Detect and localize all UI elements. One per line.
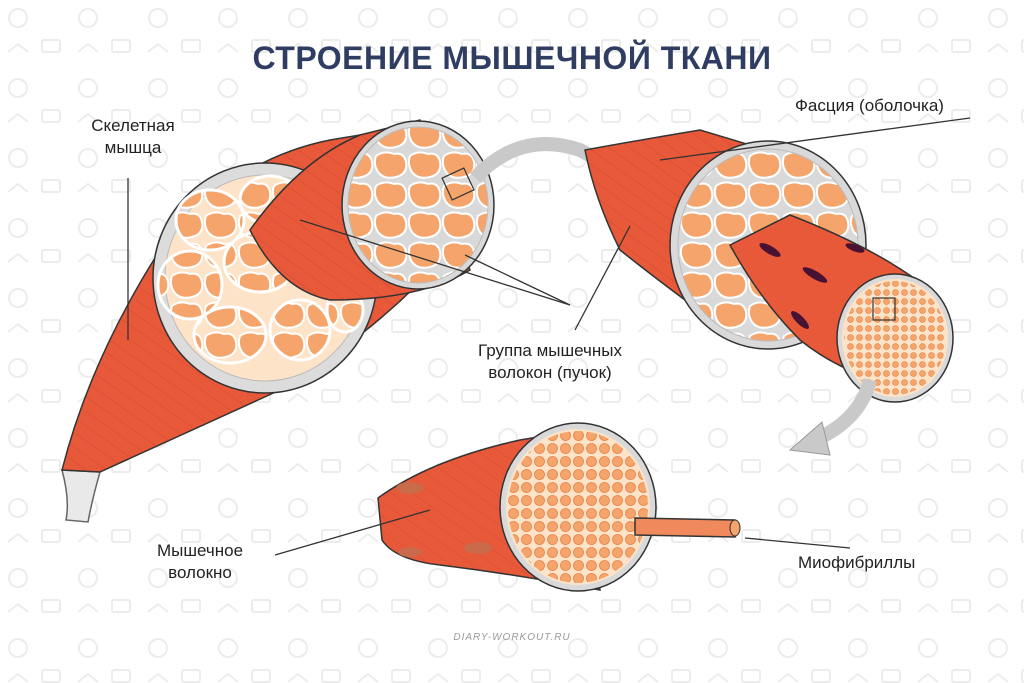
source-watermark: DIARY-WORKOUT.RU — [453, 632, 571, 643]
fascicle — [249, 119, 495, 301]
label-fiber-bundle: Группа мышечных волокон (пучок) — [440, 340, 660, 384]
label-fascia: Фасция (оболочка) — [795, 96, 944, 115]
label-muscle-fiber: Мышечное волокно — [140, 540, 260, 584]
zoom-box — [441, 167, 475, 201]
nucleus — [791, 311, 809, 329]
myofibril — [634, 517, 740, 538]
nucleus — [802, 267, 828, 283]
label-myofibrils: Миофибриллы — [798, 553, 916, 572]
muscle-fiber — [377, 422, 741, 592]
label-line: мышца — [104, 138, 162, 157]
fascicle-enlarged — [584, 129, 954, 403]
nucleus — [396, 482, 424, 494]
arrowhead-icon — [788, 421, 831, 456]
nucleus — [845, 243, 865, 253]
page-title: СТРОЕНИЕ МЫШЕЧНОЙ ТКАНИ — [252, 40, 772, 76]
label-line: Скелетная — [91, 116, 175, 135]
pointer-lines — [127, 117, 971, 556]
nucleus — [759, 243, 781, 257]
label-line: Группа мышечных — [477, 341, 622, 360]
nucleus — [398, 547, 422, 557]
label-line: волокон (пучок) — [488, 363, 612, 382]
label-skeletal-muscle: Скелетная мышца — [68, 115, 198, 159]
label-line: волокно — [168, 563, 232, 582]
label-line: Мышечное — [156, 541, 244, 560]
nucleus — [464, 542, 492, 554]
zoom-box — [872, 297, 896, 321]
